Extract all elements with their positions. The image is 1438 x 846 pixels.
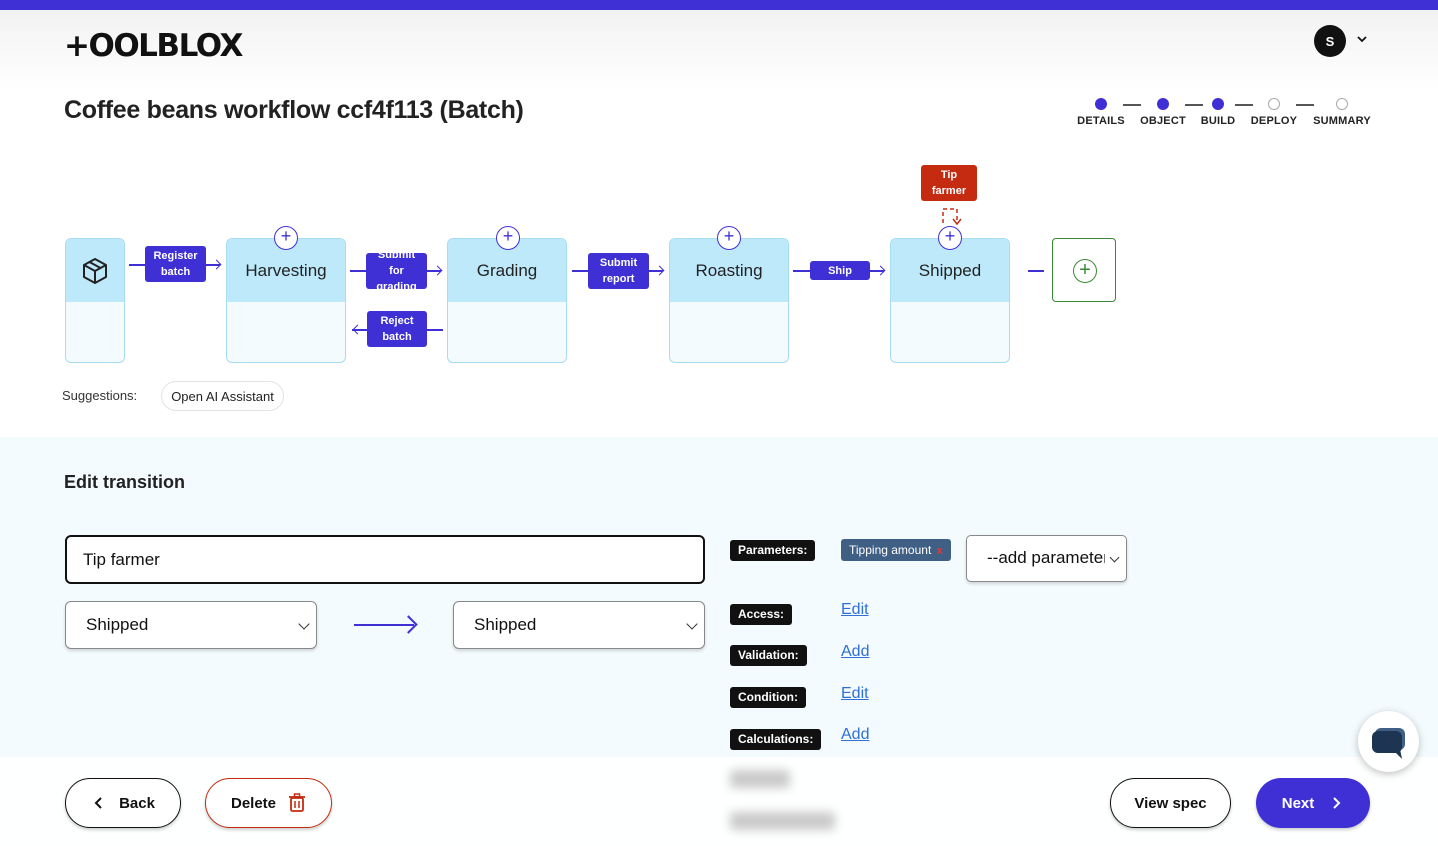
package-icon bbox=[83, 257, 107, 284]
parameter-chip[interactable]: Tipping amount x bbox=[841, 539, 951, 561]
user-avatar[interactable]: S bbox=[1314, 25, 1346, 57]
transition-reject-batch[interactable]: Reject batch bbox=[367, 311, 427, 347]
calculations-label: Calculations: bbox=[730, 729, 822, 750]
arrow-right-icon bbox=[354, 624, 414, 626]
add-transition-icon[interactable]: + bbox=[274, 226, 298, 250]
chevron-left-icon bbox=[94, 797, 102, 809]
chat-support-button[interactable] bbox=[1358, 711, 1419, 772]
transition-submit-for-grading[interactable]: Submit for grading bbox=[366, 249, 427, 293]
remove-parameter-icon[interactable]: x bbox=[936, 545, 943, 557]
start-node[interactable] bbox=[65, 238, 125, 363]
access-label: Access: bbox=[730, 604, 793, 625]
add-parameter-select[interactable]: --add parameter-- bbox=[966, 535, 1127, 582]
chevron-down-icon bbox=[686, 618, 698, 630]
chevron-down-icon[interactable] bbox=[1355, 32, 1369, 46]
add-state-button[interactable]: + bbox=[1052, 238, 1116, 302]
calculations-add-link[interactable]: Add bbox=[841, 726, 870, 743]
page-title: Coffee beans workflow ccf4f113 (Batch) bbox=[64, 96, 524, 124]
app-logo[interactable]: +OOLBLOX bbox=[64, 28, 243, 64]
add-transition-icon[interactable]: + bbox=[496, 226, 520, 250]
view-spec-button[interactable]: View spec bbox=[1110, 778, 1231, 828]
open-ai-assistant-chip[interactable]: Open AI Assistant bbox=[161, 381, 284, 411]
next-button[interactable]: Next bbox=[1256, 778, 1370, 828]
step-dot bbox=[1157, 98, 1169, 110]
blurred-row bbox=[730, 812, 835, 830]
access-edit-link[interactable]: Edit bbox=[841, 601, 869, 618]
parameters-label: Parameters: bbox=[730, 540, 816, 561]
transition-name-input[interactable] bbox=[65, 535, 705, 584]
trash-icon bbox=[289, 793, 306, 812]
step-dot bbox=[1336, 98, 1348, 110]
self-loop-arrow bbox=[942, 208, 962, 226]
suggestions-label: Suggestions: bbox=[62, 388, 138, 403]
back-button[interactable]: Back bbox=[65, 778, 181, 828]
add-transition-icon[interactable]: + bbox=[717, 226, 741, 250]
delete-button[interactable]: Delete bbox=[205, 778, 332, 828]
plus-icon: + bbox=[1073, 259, 1097, 283]
state-harvesting[interactable]: Harvesting bbox=[226, 238, 346, 363]
step-details[interactable]: DETAILS bbox=[1061, 98, 1141, 127]
from-state-select[interactable]: Shipped bbox=[65, 601, 317, 649]
state-shipped[interactable]: Shipped bbox=[890, 238, 1010, 363]
state-grading[interactable]: Grading bbox=[447, 238, 567, 363]
step-build[interactable]: BUILD bbox=[1178, 98, 1258, 127]
panel-title: Edit transition bbox=[64, 472, 185, 492]
step-dot bbox=[1268, 98, 1280, 110]
validation-label: Validation: bbox=[730, 645, 807, 666]
step-dot bbox=[1095, 98, 1107, 110]
step-deploy[interactable]: DEPLOY bbox=[1234, 98, 1314, 127]
chevron-right-icon bbox=[1333, 797, 1341, 809]
top-accent-bar bbox=[0, 0, 1438, 10]
add-transition-icon[interactable]: + bbox=[938, 226, 962, 250]
transition-register-batch[interactable]: Register batch bbox=[145, 246, 206, 282]
step-object[interactable]: OBJECT bbox=[1123, 98, 1203, 127]
blurred-row bbox=[730, 770, 790, 788]
validation-add-link[interactable]: Add bbox=[841, 643, 870, 660]
state-roasting[interactable]: Roasting bbox=[669, 238, 789, 363]
chevron-down-icon bbox=[1109, 552, 1120, 563]
header bbox=[0, 10, 1438, 90]
transition-tip-farmer[interactable]: Tip farmer bbox=[921, 165, 977, 201]
step-dot bbox=[1212, 98, 1224, 110]
transition-submit-report[interactable]: Submit report bbox=[588, 253, 649, 289]
chevron-down-icon bbox=[298, 618, 310, 630]
condition-edit-link[interactable]: Edit bbox=[841, 685, 869, 702]
condition-label: Condition: bbox=[730, 687, 806, 708]
step-summary[interactable]: SUMMARY bbox=[1302, 98, 1382, 127]
transition-ship[interactable]: Ship bbox=[810, 261, 870, 280]
chat-icon bbox=[1372, 728, 1405, 759]
to-state-select[interactable]: Shipped bbox=[453, 601, 705, 649]
progress-stepper: DETAILS OBJECT BUILD DEPLOY SUMMARY bbox=[1072, 98, 1377, 132]
